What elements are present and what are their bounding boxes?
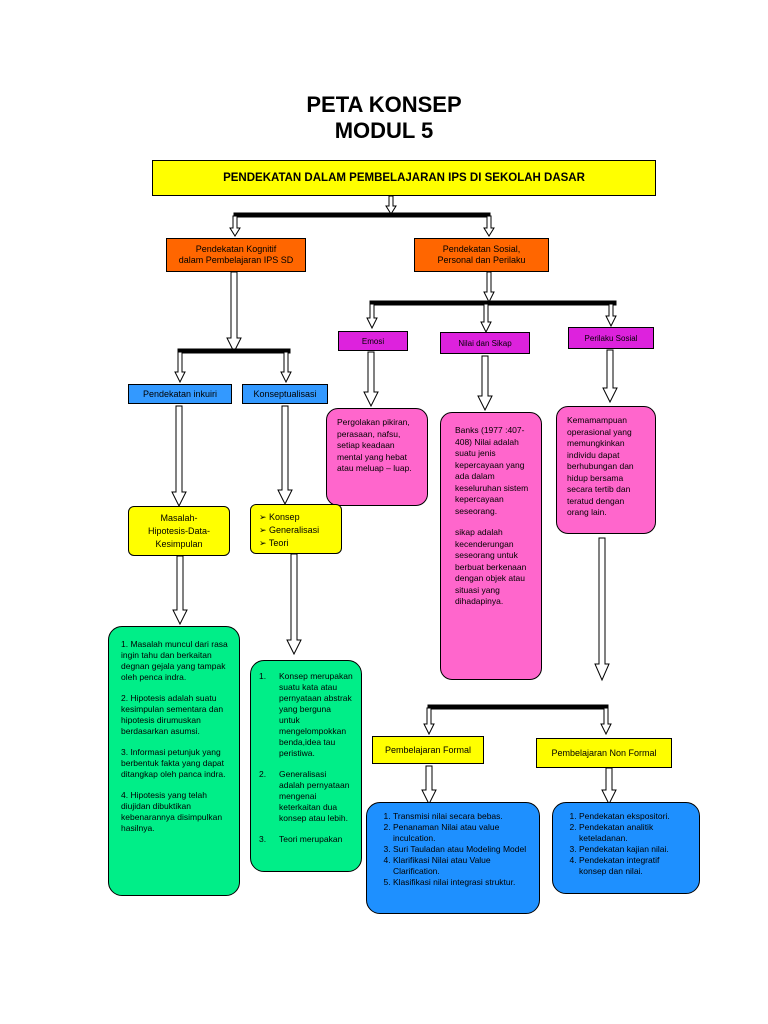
sosial-line1: Pendekatan Sosial, — [442, 244, 521, 254]
nonformal-box: Pembelajaran Non Formal — [536, 738, 672, 768]
kognitif-box: Pendekatan Kognitif dalam Pembelajaran I… — [166, 238, 306, 272]
nonformal-list-box: Pendekatan ekspositori. Pendekatan anali… — [552, 802, 700, 894]
emosi-label: Emosi — [361, 336, 385, 346]
nilai-desc-p2: sikap adalah kecenderungan seseorang unt… — [455, 527, 527, 606]
konsep-box: ➢ Konsep ➢ Generalisasi ➢ Teori — [250, 504, 342, 554]
bar-level1 — [233, 212, 491, 218]
arrow-to-sosial — [483, 215, 495, 237]
formal-list-item: Klarifikasi Nilai atau Value Clarificati… — [393, 855, 529, 877]
nonformal-list-item: Pendekatan kajian nilai. — [579, 844, 689, 855]
arrow-nilai-down — [477, 355, 493, 412]
formal-box: Pembelajaran Formal — [372, 736, 484, 764]
nilai-sikap-label: Nilai dan Sikap — [458, 338, 512, 348]
nilai-sikap-box: Nilai dan Sikap — [440, 332, 530, 354]
arrow-kognitif-down — [226, 271, 242, 354]
emosi-desc: Pergolakan pikiran, perasaan, nafsu, set… — [337, 417, 412, 473]
formal-list-item: Penanaman Nilai atau value inculcation. — [393, 822, 529, 844]
arrow-perilaku-desc-down — [594, 537, 610, 682]
kognitif-line2: dalam Pembelajaran IPS SD — [178, 255, 294, 265]
konsep-item-2: ➢ Generalisasi — [259, 525, 320, 535]
arrow-to-perilaku — [605, 303, 617, 328]
arrow-formal-down — [421, 765, 437, 806]
konsep-desc-item: 1. Konsep merupakan suatu kata atau pern… — [259, 671, 353, 758]
arrow-perilaku-down — [602, 349, 618, 404]
inkuiri-box: Pendekatan inkuiri — [128, 384, 232, 404]
masalah-label: Masalah-Hipotesis-Data-Kesimpulan — [147, 512, 211, 549]
nonformal-list-item: Pendekatan integratif konsep dan nilai. — [579, 855, 689, 877]
nonformal-list-item: Pendekatan ekspositori. — [579, 811, 689, 822]
konseptualisasi-box: Konseptualisasi — [242, 384, 328, 404]
arrow-to-emosi — [366, 303, 378, 330]
formal-list-box: Transmisi nilai secara bebas. Penanaman … — [366, 802, 540, 914]
inkuiri-desc-item: 2. Hipotesis adalah suatu kesimpulan sem… — [121, 693, 224, 736]
emosi-box: Emosi — [338, 331, 408, 351]
konseptualisasi-label: Konseptualisasi — [253, 389, 317, 399]
header-box: PENDEKATAN DALAM PEMBELAJARAN IPS DI SEK… — [152, 160, 656, 196]
inkuiri-label: Pendekatan inkuiri — [142, 389, 218, 399]
formal-list-item: Suri Tauladan atau Modeling Model — [393, 844, 529, 855]
arrow-header — [385, 195, 397, 215]
arrow-to-formal — [423, 707, 435, 736]
bar-sosial — [369, 300, 617, 306]
formal-list-item: Transmisi nilai secara bebas. — [393, 811, 529, 822]
page-title-line2: MODUL 5 — [334, 118, 434, 143]
arrow-to-nilai — [480, 303, 492, 334]
konsep-item-1: ➢ Konsep — [259, 512, 300, 522]
arrow-konsep-down — [286, 553, 302, 656]
arrow-to-nonformal — [600, 707, 612, 736]
sosial-box: Pendekatan Sosial, Personal dan Perilaku — [414, 238, 549, 272]
page-title-line1: PETA KONSEP — [306, 92, 462, 117]
arrow-konseptualisasi-down — [277, 405, 293, 506]
header-label: PENDEKATAN DALAM PEMBELAJARAN IPS DI SEK… — [223, 172, 585, 184]
bar-perilaku — [427, 704, 609, 710]
nilai-desc-box: Banks (1977 :407-408) Nilai adalah suatu… — [440, 412, 542, 680]
arrow-nonformal-down — [601, 767, 617, 806]
arrow-sosial-down — [483, 271, 495, 304]
arrow-to-konseptualisasi — [280, 351, 292, 384]
bar-kognitif — [177, 348, 291, 354]
emosi-desc-box: Pergolakan pikiran, perasaan, nafsu, set… — [326, 408, 428, 506]
formal-label: Pembelajaran Formal — [384, 744, 472, 755]
inkuiri-desc-item: 4. Hipotesis yang telah diujidan dibukti… — [121, 790, 223, 833]
konsep-desc-item: 3. Teori merupakan — [259, 834, 343, 844]
konsep-desc-box: 1. Konsep merupakan suatu kata atau pern… — [250, 660, 362, 872]
masalah-box: Masalah-Hipotesis-Data-Kesimpulan — [128, 506, 230, 556]
nonformal-label: Pembelajaran Non Formal — [551, 747, 657, 758]
kognitif-line1: Pendekatan Kognitif — [195, 244, 277, 254]
konsep-desc-item: 2. Generalisasi adalah pernyataan mengen… — [259, 769, 350, 823]
konsep-item-3: ➢ Teori — [259, 538, 289, 548]
formal-list-item: Klasifikasi nilai integrasi struktur. — [393, 877, 529, 888]
inkuiri-desc-item: 3. Informasi petunjuk yang berbentuk fak… — [121, 747, 226, 779]
arrow-to-kognitif — [229, 215, 241, 237]
arrow-inkuiri-down — [171, 405, 187, 508]
sosial-line2: Personal dan Perilaku — [437, 255, 526, 265]
perilaku-desc-box: Kemamampuan operasional yang memungkinka… — [556, 406, 656, 534]
arrow-emosi-down — [363, 351, 379, 408]
inkuiri-desc-box: 1. Masalah muncul dari rasa ingin tahu d… — [108, 626, 240, 896]
arrow-to-inkuiri — [174, 351, 186, 384]
perilaku-sosial-label: Perilaku Sosial — [584, 333, 638, 343]
perilaku-sosial-box: Perilaku Sosial — [568, 327, 654, 349]
perilaku-desc: Kemamampuan operasional yang memungkinka… — [567, 415, 634, 517]
nilai-desc-p1: Banks (1977 :407-408) Nilai adalah suatu… — [455, 425, 529, 516]
inkuiri-desc-item: 1. Masalah muncul dari rasa ingin tahu d… — [121, 639, 228, 682]
arrow-masalah-down — [172, 555, 188, 626]
nonformal-list-item: Pendekatan analitik keteladanan. — [579, 822, 689, 844]
